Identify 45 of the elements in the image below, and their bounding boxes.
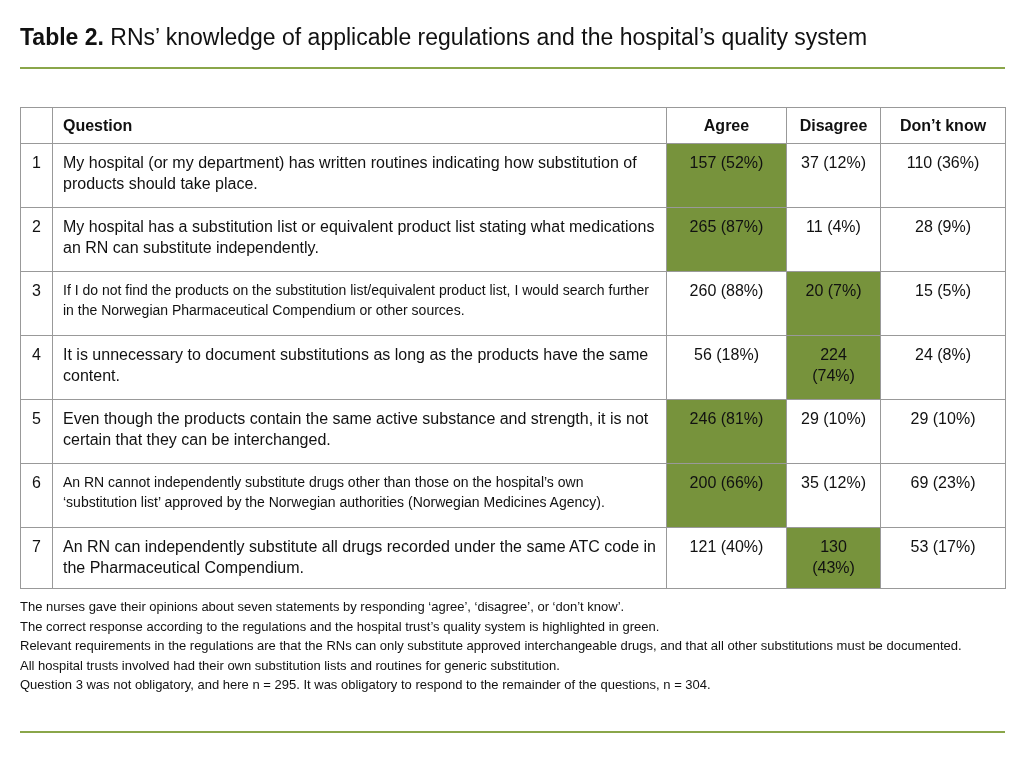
- row-number: 4: [20, 335, 53, 400]
- statement-text: An RN can independently substitute all drugs recorded under the same ATC code in the Pharmaceutical Compendium.: [52, 527, 667, 589]
- footnote: All hospital trusts involved had their own substitution lists and routines for generic substitution.: [20, 656, 561, 675]
- response-count: 15 (5%): [880, 271, 1006, 336]
- statement-text: It is unnecessary to document substitutions as long as the products have the same content.: [52, 335, 667, 400]
- highlighted-response-count: 200 (66%): [666, 463, 787, 528]
- column-header: Question: [52, 107, 667, 144]
- response-count: 53 (17%): [880, 527, 1006, 589]
- response-count: 29 (10%): [786, 399, 881, 464]
- statement-text: Even though the products contain the same active substance and strength, it is not certain that they can be interchanged.: [52, 399, 667, 464]
- highlighted-response-count: 265 (87%): [666, 207, 787, 272]
- response-count: 29 (10%): [880, 399, 1006, 464]
- highlighted-response-count: 246 (81%): [666, 399, 787, 464]
- row-number: 3: [20, 271, 53, 336]
- column-header: Agree: [666, 107, 787, 144]
- table-title: Table 2. RNs’ knowledge of applicable regulations and the hospital’s quality system: [20, 24, 868, 51]
- row-number: 1: [20, 143, 53, 208]
- statement-text: My hospital (or my department) has written routines indicating how substitution of products should take place.: [52, 143, 667, 208]
- response-count: 35 (12%): [786, 463, 881, 528]
- row-number: 2: [20, 207, 53, 272]
- statement-text: An RN cannot independently substitute drugs other than those on the hospital’s own ‘substitution list’ approved by the Norwegian authorities (Norwegian Medicines Agency).: [52, 463, 667, 528]
- highlighted-response-count: 20 (7%): [786, 271, 881, 336]
- footnote: Relevant requirements in the regulations are that the RNs can only substitute approved interchangeable drugs, and that all other substitutions must be documented.: [20, 637, 962, 655]
- footnote: The nurses gave their opinions about seven statements by responding ‘agree’, ‘disagree’, or ‘don’t know’.: [20, 598, 626, 616]
- row-number: 5: [20, 399, 53, 464]
- response-count: 56 (18%): [666, 335, 787, 400]
- row-number: 6: [20, 463, 53, 528]
- highlighted-response-count: 130 (43%): [786, 527, 881, 589]
- response-count: 69 (23%): [880, 463, 1006, 528]
- response-count: 37 (12%): [786, 143, 881, 208]
- row-number: 7: [20, 527, 53, 589]
- response-count: 11 (4%): [786, 207, 881, 272]
- response-count: 28 (9%): [880, 207, 1006, 272]
- column-header: Don’t know: [880, 107, 1006, 144]
- column-header: Disagree: [786, 107, 881, 144]
- response-count: 260 (88%): [666, 271, 787, 336]
- response-count: 110 (36%): [880, 143, 1006, 208]
- highlighted-response-count: 157 (52%): [666, 143, 787, 208]
- footnote: Question 3 was not obligatory, and here n = 295. It was obligatory to respond to the remainder of the questions, n = 304.: [20, 676, 712, 694]
- response-count: 121 (40%): [666, 527, 787, 589]
- statement-text: If I do not find the products on the substitution list/equivalent product list, I would search further in the Norwegian Pharmaceutical Compendium or other sources.: [52, 271, 667, 336]
- highlighted-response-count: 224 (74%): [786, 335, 881, 400]
- response-count: 24 (8%): [880, 335, 1006, 400]
- statement-text: My hospital has a substitution list or equivalent product list stating what medications an RN can substitute independently.: [52, 207, 667, 272]
- footnote: The correct response according to the regulations and the hospital trust’s quality system is highlighted in green.: [20, 617, 661, 636]
